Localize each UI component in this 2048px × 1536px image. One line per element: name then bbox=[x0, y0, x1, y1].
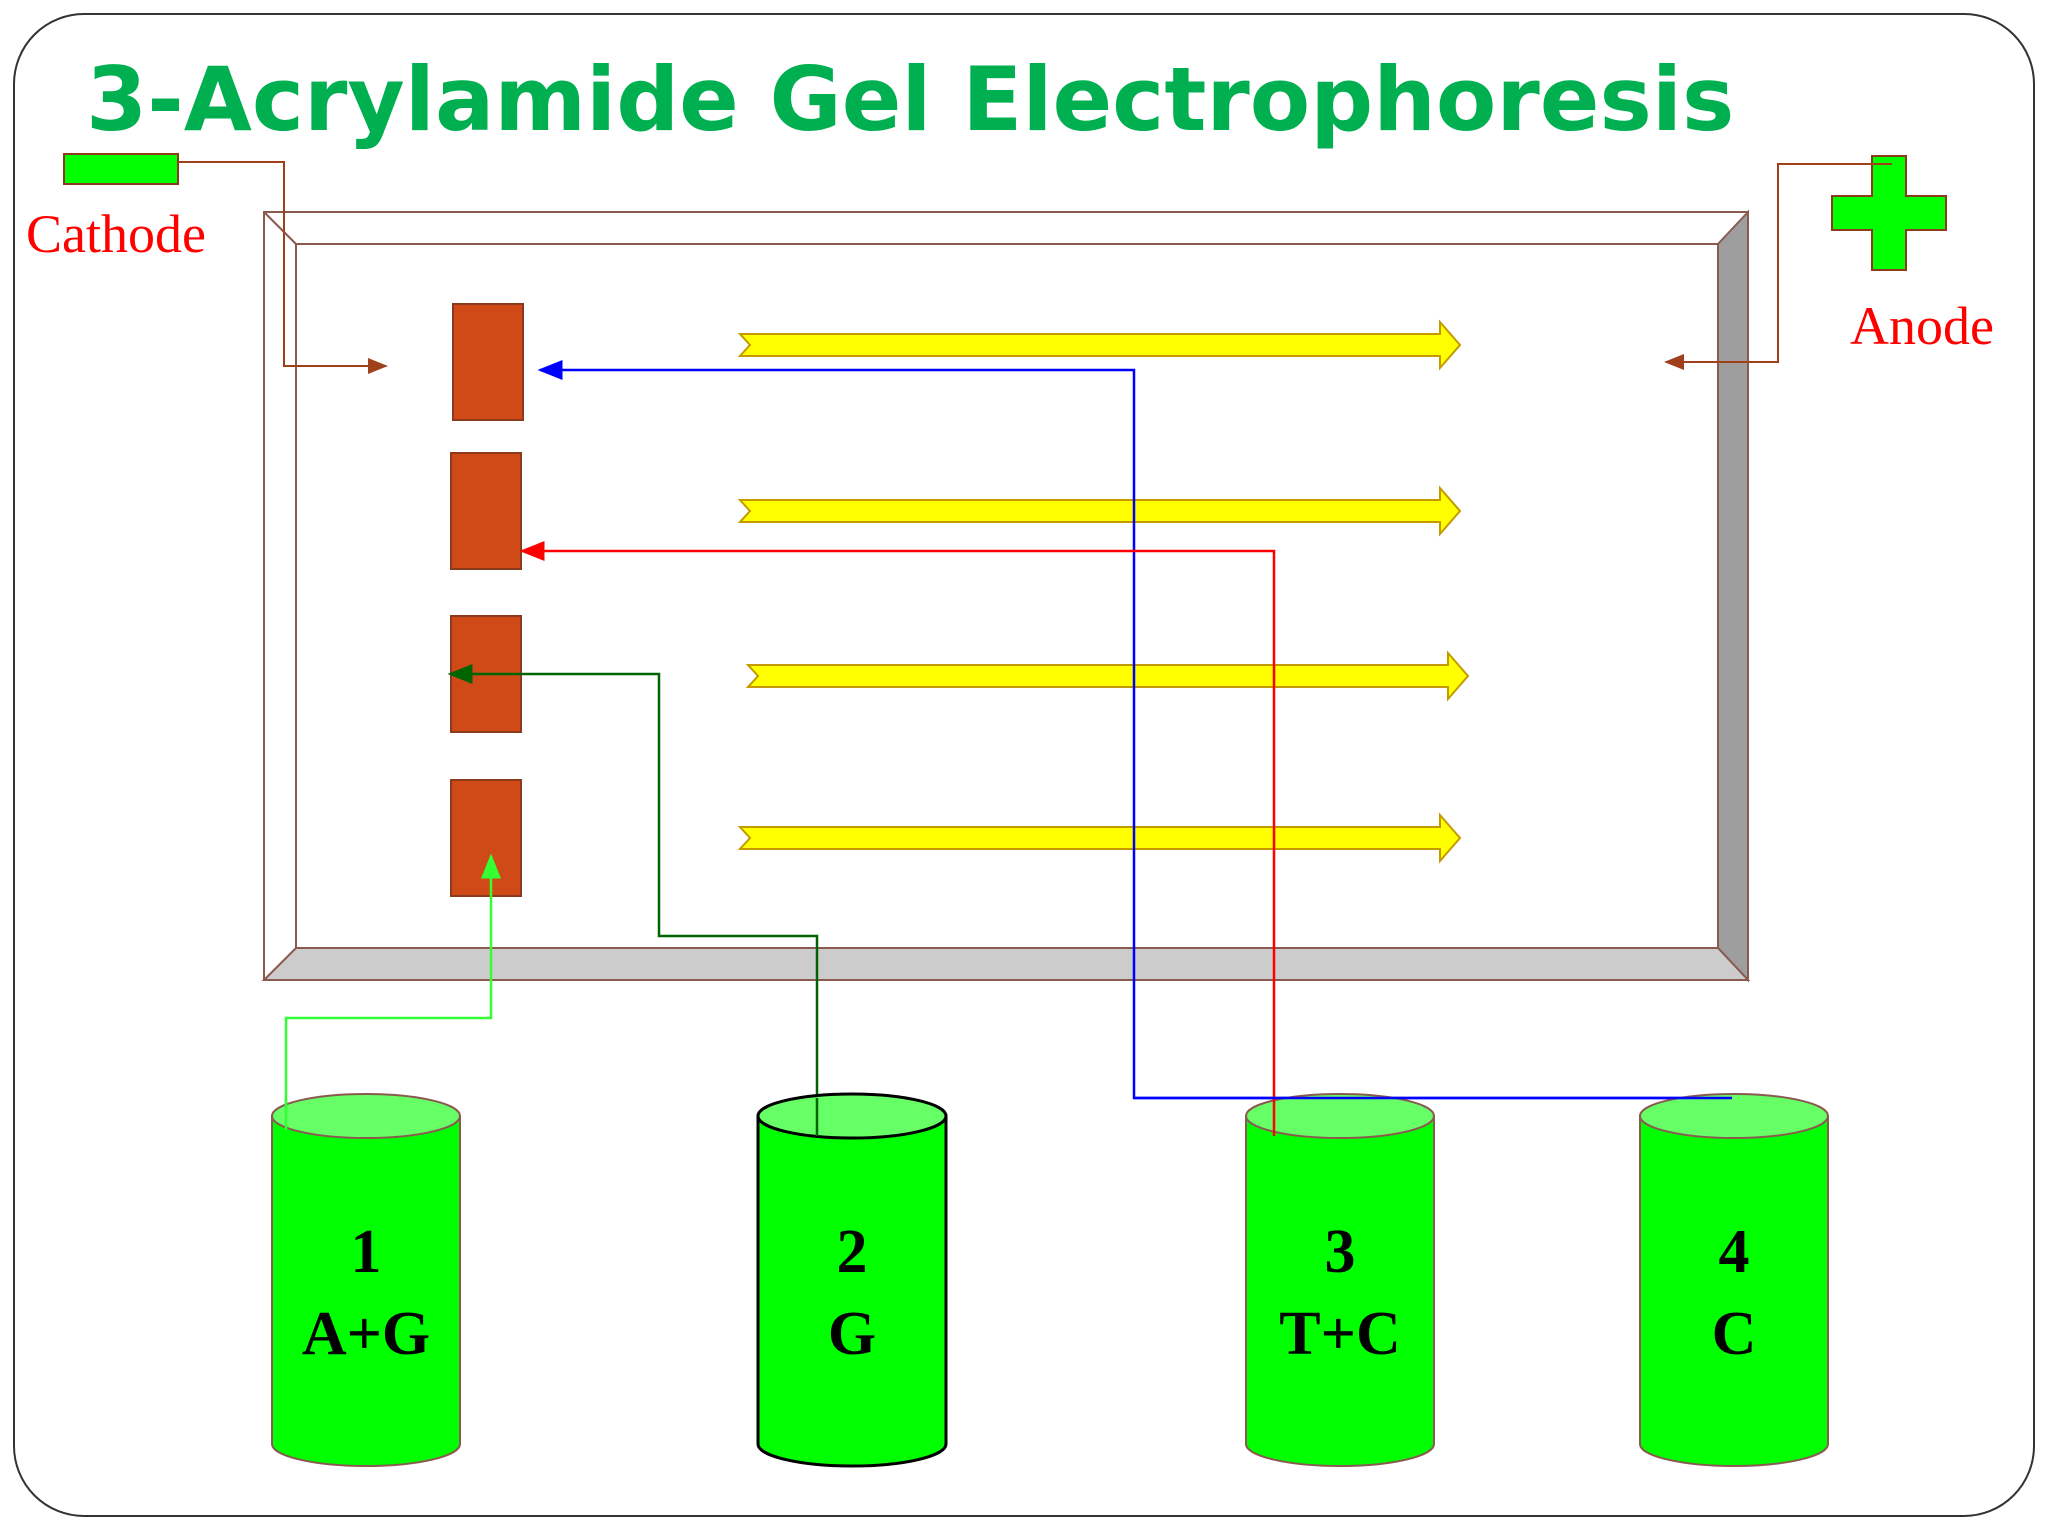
page-title: 3-Acrylamide Gel Electrophoresis bbox=[86, 48, 1734, 151]
can-2-bases: G bbox=[828, 1300, 876, 1368]
lane-1-line bbox=[284, 853, 501, 1130]
can-1-number: 1 bbox=[351, 1218, 382, 1286]
lane-3-line bbox=[519, 541, 1276, 1136]
can-1-bases: A+G bbox=[302, 1300, 430, 1368]
cathode-label: Cathode bbox=[26, 204, 206, 264]
can-2-number: 2 bbox=[837, 1218, 868, 1286]
migration-arrow-3 bbox=[745, 650, 1470, 702]
can-4-number: 4 bbox=[1719, 1218, 1750, 1286]
can-3-number: 3 bbox=[1325, 1218, 1356, 1286]
anode-wire bbox=[1664, 163, 1892, 370]
migration-arrow-2 bbox=[737, 485, 1462, 537]
migration-arrow-1 bbox=[737, 319, 1462, 371]
anode-plus-icon bbox=[1831, 155, 1947, 271]
sample-can-1: 1 A+G bbox=[271, 1093, 461, 1467]
cathode-wire bbox=[178, 161, 388, 374]
sample-can-4: 4 C bbox=[1639, 1093, 1829, 1467]
can-4-bases: C bbox=[1712, 1300, 1757, 1368]
anode-label: Anode bbox=[1850, 296, 1994, 356]
cathode-electrode bbox=[63, 153, 179, 185]
can-3-bases: T+C bbox=[1279, 1300, 1400, 1368]
gel-well-4 bbox=[450, 779, 522, 897]
migration-arrow-4 bbox=[737, 812, 1462, 864]
gel-well-2 bbox=[450, 452, 522, 570]
sample-can-2: 2 G bbox=[756, 1092, 948, 1468]
sample-can-3: 3 T+C bbox=[1245, 1093, 1435, 1467]
lane-2-line bbox=[447, 664, 819, 1136]
gel-well-1 bbox=[452, 303, 524, 421]
